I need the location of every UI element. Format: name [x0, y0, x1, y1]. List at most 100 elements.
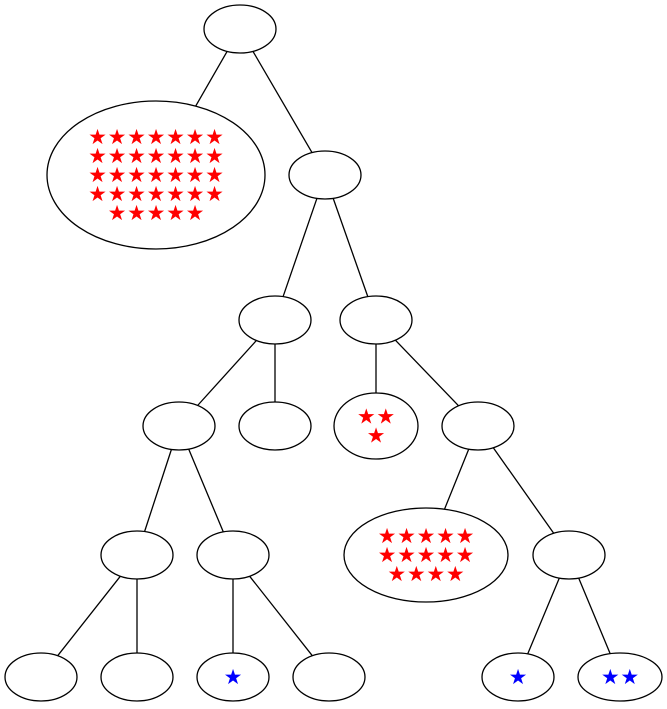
node-ellipse	[292, 652, 366, 702]
star-icon: ★	[166, 125, 185, 149]
edge-n5-n9	[143, 449, 173, 532]
star-icon: ★	[397, 543, 416, 567]
edge-n8-n11	[443, 448, 470, 510]
star-icon: ★	[456, 524, 475, 548]
node-ellipse	[100, 652, 174, 702]
star-icon: ★	[186, 163, 205, 187]
node-n3	[238, 295, 312, 345]
node-n2	[288, 150, 362, 200]
star-icon: ★	[509, 665, 528, 689]
node-ellipse	[238, 401, 312, 451]
node-n11: ★★★★★★★★★★★★★★	[343, 507, 509, 603]
star-icon: ★	[108, 201, 127, 225]
edge-n5-n10	[188, 448, 224, 533]
star-icon: ★	[224, 665, 243, 689]
star-icon: ★	[88, 163, 107, 187]
star-icon: ★	[147, 201, 166, 225]
star-icon: ★	[186, 182, 205, 206]
star-icon: ★	[127, 182, 146, 206]
star-icon: ★	[205, 125, 224, 149]
star-icon: ★	[147, 144, 166, 168]
node-n8	[441, 401, 515, 451]
star-icon: ★	[446, 562, 465, 586]
node-ellipse	[196, 530, 270, 580]
node-ellipse	[339, 295, 413, 345]
star-icon: ★	[205, 144, 224, 168]
node-ellipse	[441, 401, 515, 451]
edge-n12-n18	[578, 577, 611, 654]
node-n17: ★	[481, 652, 555, 702]
star-icon: ★	[147, 163, 166, 187]
star-icon: ★	[456, 543, 475, 567]
star-icon: ★	[378, 524, 397, 548]
edge-n12-n17	[527, 577, 560, 655]
star-icon: ★	[166, 163, 185, 187]
node-n13	[4, 652, 78, 702]
star-icon: ★	[108, 163, 127, 187]
node-ellipse	[577, 652, 663, 702]
node-n7: ★★★	[333, 392, 419, 460]
node-ellipse	[142, 401, 216, 451]
star-icon: ★	[397, 524, 416, 548]
star-icon: ★	[376, 405, 395, 429]
edge-root-n2	[252, 51, 313, 153]
star-icon: ★	[186, 125, 205, 149]
edge-n4-n8	[394, 339, 460, 407]
star-icon: ★	[127, 125, 146, 149]
node-n10	[196, 530, 270, 580]
node-n15: ★	[196, 652, 270, 702]
star-icon: ★	[378, 543, 397, 567]
star-icon: ★	[88, 144, 107, 168]
node-ellipse	[288, 150, 362, 200]
node-n4	[339, 295, 413, 345]
star-icon: ★	[147, 125, 166, 149]
star-icon: ★	[417, 524, 436, 548]
star-icon: ★	[127, 144, 146, 168]
star-icon: ★	[387, 562, 406, 586]
star-icon: ★	[108, 182, 127, 206]
node-n16	[292, 652, 366, 702]
star-icon: ★	[436, 543, 455, 567]
node-ellipse	[46, 100, 266, 250]
edge-n10-n16	[249, 575, 313, 657]
node-n14	[100, 652, 174, 702]
node-ellipse	[238, 295, 312, 345]
star-icon: ★	[186, 201, 205, 225]
star-icon: ★	[601, 665, 620, 689]
node-n1: ★★★★★★★★★★★★★★★★★★★★★★★★★★★★★★★★★	[46, 100, 266, 250]
star-icon: ★	[186, 144, 205, 168]
node-n18: ★★	[577, 652, 663, 702]
node-ellipse	[333, 392, 419, 460]
star-icon: ★	[166, 201, 185, 225]
edge-n2-n3	[282, 198, 318, 297]
star-icon: ★	[88, 182, 107, 206]
node-root	[203, 4, 277, 54]
node-ellipse	[196, 652, 270, 702]
edge-n9-n13	[57, 575, 121, 657]
star-icon: ★	[620, 665, 639, 689]
star-icon: ★	[147, 182, 166, 206]
node-ellipse	[100, 530, 174, 580]
tree-nodes: ★★★★★★★★★★★★★★★★★★★★★★★★★★★★★★★★★★★★★★★★…	[4, 4, 663, 702]
star-icon: ★	[205, 182, 224, 206]
star-icon: ★	[88, 125, 107, 149]
node-ellipse	[481, 652, 555, 702]
edge-n8-n12	[492, 447, 555, 534]
star-icon: ★	[108, 125, 127, 149]
star-icon: ★	[426, 562, 445, 586]
star-icon: ★	[166, 144, 185, 168]
node-ellipse	[203, 4, 277, 54]
star-icon: ★	[205, 163, 224, 187]
node-n9	[100, 530, 174, 580]
edge-root-n1	[195, 51, 228, 107]
node-n5	[142, 401, 216, 451]
star-icon: ★	[357, 405, 376, 429]
star-icon: ★	[166, 182, 185, 206]
star-icon: ★	[367, 424, 386, 448]
tree-edges	[57, 51, 611, 657]
node-ellipse	[532, 530, 606, 580]
star-icon: ★	[436, 524, 455, 548]
star-icon: ★	[127, 163, 146, 187]
node-ellipse	[343, 507, 509, 603]
